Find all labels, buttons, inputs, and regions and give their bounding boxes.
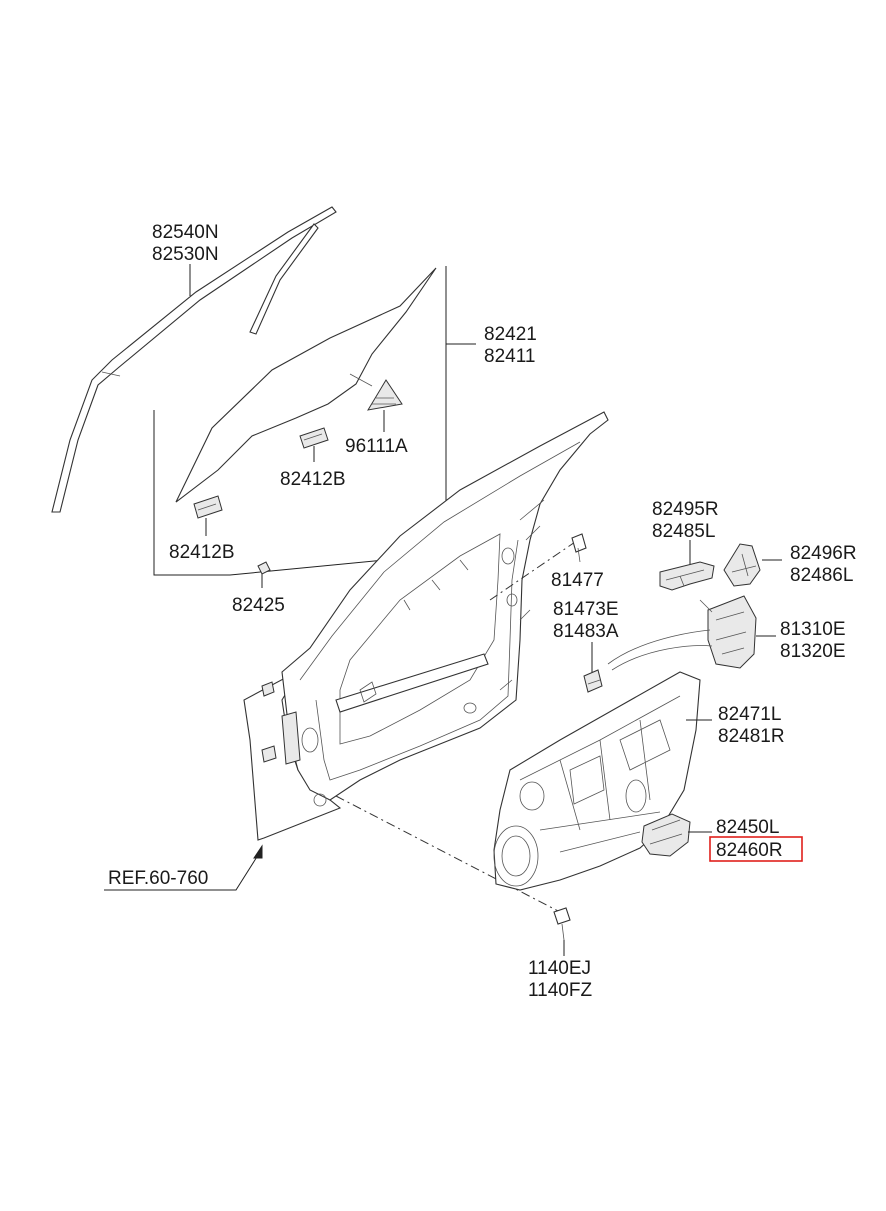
label-81320E: 81320E bbox=[780, 641, 846, 662]
door-weatherstrip[interactable] bbox=[51, 206, 337, 513]
highlight-box bbox=[709, 836, 803, 862]
label-82486L: 82486L bbox=[790, 565, 853, 586]
screw[interactable] bbox=[553, 907, 571, 941]
window-motor[interactable] bbox=[641, 813, 691, 857]
label-81310E: 81310E bbox=[780, 619, 846, 640]
leader-ref bbox=[104, 851, 261, 891]
label-ref: REF.60-760 bbox=[108, 868, 208, 889]
label-81477: 81477 bbox=[551, 570, 604, 591]
label-82485L: 82485L bbox=[652, 521, 715, 542]
label-82411: 82411 bbox=[484, 346, 535, 367]
glass-group-bracket bbox=[153, 266, 447, 576]
label-82421: 82421 bbox=[484, 324, 537, 345]
label-82450L: 82450L bbox=[716, 817, 779, 838]
clip[interactable] bbox=[583, 669, 603, 693]
label-1140EJ: 1140EJ bbox=[528, 958, 591, 979]
label-82495R: 82495R bbox=[652, 499, 719, 520]
bolt[interactable] bbox=[571, 533, 587, 563]
glass-guide[interactable] bbox=[349, 373, 403, 411]
label-96111A: 96111A bbox=[345, 436, 408, 457]
label-1140FZ: 1140FZ bbox=[528, 980, 592, 1001]
glass-clip-upper[interactable] bbox=[299, 427, 329, 449]
label-82412B-upper: 82412B bbox=[280, 469, 346, 490]
handle-bracket[interactable] bbox=[723, 543, 761, 587]
label-81483A: 81483A bbox=[553, 621, 619, 642]
label-81473E: 81473E bbox=[553, 599, 619, 620]
grommet[interactable] bbox=[257, 561, 271, 575]
outside-handle[interactable] bbox=[659, 561, 715, 591]
label-82540N: 82540N bbox=[152, 222, 219, 243]
door-glass[interactable] bbox=[175, 267, 437, 503]
glass-clip-lower[interactable] bbox=[193, 495, 223, 519]
label-82425: 82425 bbox=[232, 595, 285, 616]
label-82412B-lower: 82412B bbox=[169, 542, 235, 563]
label-82481R: 82481R bbox=[718, 726, 785, 747]
label-82496R: 82496R bbox=[790, 543, 857, 564]
door-panel[interactable] bbox=[243, 411, 609, 841]
label-82530N: 82530N bbox=[152, 244, 219, 265]
door-latch[interactable] bbox=[607, 595, 757, 671]
label-82460R: 82460R bbox=[716, 840, 783, 861]
door-module-panel[interactable] bbox=[493, 671, 701, 891]
assembly-line-screw bbox=[335, 795, 561, 913]
ref-arrow-icon bbox=[253, 844, 263, 859]
label-82471L: 82471L bbox=[718, 704, 781, 725]
